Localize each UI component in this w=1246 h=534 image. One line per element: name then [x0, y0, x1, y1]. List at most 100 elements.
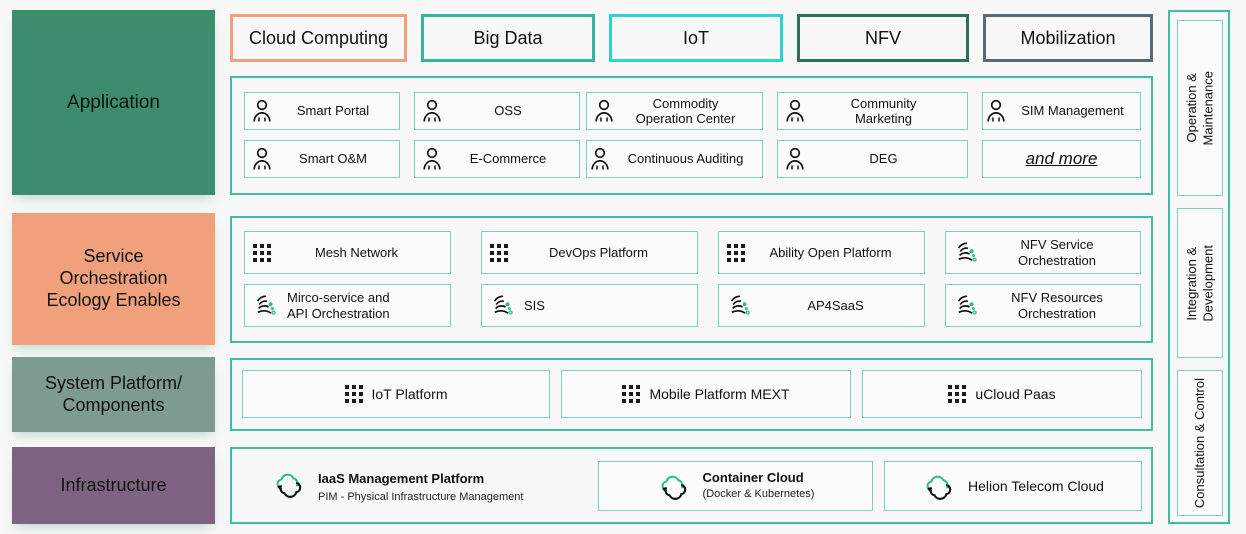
svc-item-label: SIS: [524, 297, 545, 313]
app-item-oss[interactable]: OSS: [414, 92, 580, 130]
person-icon: [985, 99, 1007, 123]
layer-label-text: Infrastructure: [60, 474, 167, 495]
app-item-label: E-Commerce: [469, 151, 547, 167]
svc-item-mesh-network[interactable]: Mesh Network: [244, 231, 451, 274]
app-item-label: Smart O&M: [299, 151, 367, 167]
svc-item-ap4saas[interactable]: AP4SaaS: [718, 284, 925, 327]
category-chip-nfv[interactable]: NFV: [797, 14, 969, 62]
svc-item-label: Mirco-service and API Orchestration: [287, 290, 390, 321]
orchestration-icon: [954, 293, 982, 319]
orchestration-icon: [954, 240, 982, 266]
sys-item-iot-platform[interactable]: IoT Platform: [242, 370, 550, 418]
infra-item-label: IaaS Management Platform: [318, 470, 485, 486]
dots-grid-icon: [622, 385, 641, 403]
svc-item-devops-platform[interactable]: DevOps Platform: [481, 231, 698, 274]
app-item-label: and more: [1025, 148, 1098, 168]
sys-item-label: Mobile Platform MEXT: [649, 385, 790, 402]
infra-item-sub: (Docker & Kubernetes): [702, 488, 815, 501]
app-item-label: Commodity Operation Center: [635, 95, 736, 126]
app-item-label: OSS: [494, 103, 522, 119]
cloud-cycle-icon: [272, 470, 306, 503]
person-icon: [251, 99, 273, 123]
infra-item-label: Helion Telecom Cloud: [968, 478, 1104, 494]
rail-item-label: Consultation & Control: [1191, 377, 1207, 509]
sys-item-ucloud-paas[interactable]: uCloud Paas: [862, 370, 1142, 418]
cloud-cycle-icon: [922, 472, 956, 500]
app-item-commodity-operation-center[interactable]: Commodity Operation Center: [586, 92, 763, 130]
svc-item-sis[interactable]: SIS: [481, 284, 698, 327]
sys-item-mobile-platform-mext[interactable]: Mobile Platform MEXT: [561, 370, 851, 418]
person-icon: [421, 99, 443, 123]
person-icon: [251, 147, 273, 171]
infra-item-container-cloud[interactable]: Container Cloud (Docker & Kubernetes): [598, 461, 873, 511]
person-icon: [784, 147, 806, 171]
app-item-smart-om[interactable]: Smart O&M: [244, 140, 400, 178]
svc-item-nfv-service-orchestration[interactable]: NFV Service Orchestration: [945, 231, 1141, 274]
svc-item-ability-open-platform[interactable]: Ability Open Platform: [718, 231, 925, 274]
system-platform-panel: IoT Platform Mobile Platform MEXT uCloud…: [230, 358, 1153, 431]
layer-label-system-platform: System Platform/ Components: [12, 357, 215, 432]
app-item-deg[interactable]: DEG: [777, 140, 968, 178]
orchestration-icon: [727, 293, 755, 319]
svc-item-label: DevOps Platform: [549, 244, 648, 260]
infra-item-label: Container Cloud: [702, 470, 804, 486]
app-item-label: Continuous Auditing: [627, 151, 744, 167]
category-chip-label: Cloud Computing: [248, 27, 389, 48]
svc-item-micro-service-api-orchestration[interactable]: Mirco-service and API Orchestration: [244, 284, 451, 327]
sys-item-label: uCloud Paas: [975, 385, 1056, 402]
application-panel: Smart Portal OSS Commodity Operation Cen…: [230, 76, 1153, 195]
service-orchestration-panel: Mesh Network DevOps Platform Ability Ope…: [230, 216, 1153, 343]
layer-label-text: Service Orchestration Ecology Enables: [46, 246, 181, 310]
infra-item-sub: PIM - Physical Infrastructure Management: [318, 490, 524, 503]
svc-item-label: Mesh Network: [314, 244, 399, 260]
orchestration-icon: [490, 293, 518, 319]
category-chip-big-data[interactable]: Big Data: [421, 14, 595, 62]
svc-item-label: Ability Open Platform: [769, 244, 892, 260]
category-chip-label: Big Data: [473, 27, 543, 48]
svc-item-label: NFV Resources Orchestration: [1011, 290, 1103, 321]
app-item-label: SIM Management: [1021, 103, 1124, 119]
layer-label-infrastructure: Infrastructure: [12, 447, 215, 524]
layer-label-application: Application: [12, 10, 215, 195]
layer-label-text: System Platform/ Components: [44, 372, 183, 415]
cloud-cycle-icon: [657, 472, 691, 500]
infra-item-iaas-management-platform[interactable]: IaaS Management Platform PIM - Physical …: [272, 463, 602, 510]
category-chip-mobilization[interactable]: Mobilization: [983, 14, 1153, 62]
layer-label-text: Application: [67, 91, 160, 113]
svc-item-nfv-resources-orchestration[interactable]: NFV Resources Orchestration: [945, 284, 1141, 327]
app-item-community-marketing[interactable]: Community Marketing: [777, 92, 968, 130]
app-item-e-commerce[interactable]: E-Commerce: [414, 140, 580, 178]
person-icon: [589, 147, 611, 171]
dots-grid-icon: [727, 243, 745, 262]
rail-item-operation-maintenance[interactable]: Operation & Maintenance: [1177, 20, 1223, 196]
category-chip-cloud-computing[interactable]: Cloud Computing: [230, 14, 407, 62]
rail-item-integration-development[interactable]: Integration & Development: [1177, 208, 1223, 358]
dots-grid-icon: [490, 243, 508, 262]
dots-grid-icon: [253, 243, 271, 262]
app-item-smart-portal[interactable]: Smart Portal: [244, 92, 400, 130]
orchestration-icon: [253, 293, 281, 319]
right-rail: Operation & Maintenance Integration & De…: [1168, 10, 1230, 524]
category-chip-label: NFV: [865, 27, 901, 48]
person-icon: [784, 99, 806, 123]
layer-label-service-orchestration: Service Orchestration Ecology Enables: [12, 213, 215, 345]
category-chip-iot[interactable]: IoT: [609, 14, 783, 62]
rail-item-consultation-control[interactable]: Consultation & Control: [1177, 370, 1223, 516]
infra-item-helion-telecom-cloud[interactable]: Helion Telecom Cloud: [884, 461, 1142, 511]
app-item-and-more[interactable]: and more: [982, 140, 1141, 178]
app-item-continuous-auditing[interactable]: Continuous Auditing: [586, 140, 763, 178]
person-icon: [593, 99, 615, 123]
sys-item-label: IoT Platform: [371, 385, 448, 402]
app-item-sim-management[interactable]: SIM Management: [982, 92, 1141, 130]
person-icon: [421, 147, 443, 171]
infrastructure-panel: IaaS Management Platform PIM - Physical …: [230, 447, 1153, 524]
category-chip-label: Mobilization: [1020, 27, 1116, 48]
svc-item-label: NFV Service Orchestration: [1017, 237, 1097, 268]
category-chip-label: IoT: [682, 27, 709, 48]
app-item-label: DEG: [869, 151, 898, 167]
svc-item-label: AP4SaaS: [807, 297, 864, 313]
app-item-label: Community Marketing: [850, 95, 917, 126]
rail-item-label: Operation & Maintenance: [1183, 70, 1215, 146]
dots-grid-icon: [948, 385, 967, 403]
